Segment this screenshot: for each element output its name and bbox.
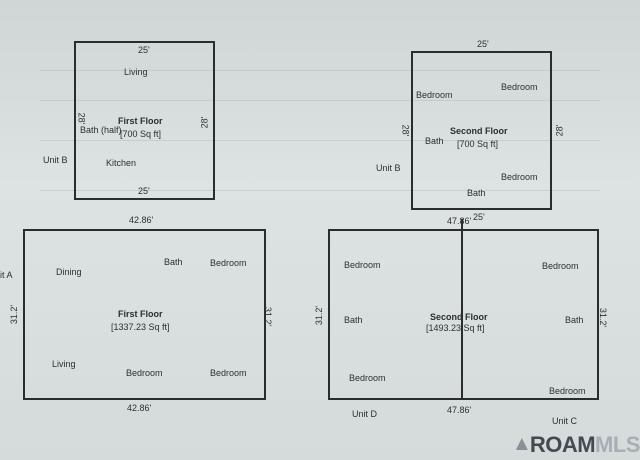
plan-title: Second Floor: [450, 126, 508, 136]
plan-first-floor-unit-a: [23, 229, 266, 400]
roof-icon: [515, 438, 528, 450]
logo-suffix: MLS: [595, 432, 640, 457]
unit-label: it A: [0, 270, 13, 280]
room-bedroom: Bedroom: [344, 260, 381, 270]
dim-left: 31.2': [9, 304, 20, 325]
room-kitchen: Kitchen: [106, 158, 137, 168]
dim-bottom: 47.86': [447, 405, 472, 415]
room-bedroom: Bedroom: [210, 258, 247, 268]
unit-label: Unit B: [376, 163, 401, 173]
unit-label: Unit B: [43, 155, 68, 165]
dim-right: 31.2': [598, 307, 609, 328]
plan-first-floor-unit-b: [74, 41, 215, 200]
plan-title: First Floor: [118, 309, 163, 319]
plan-second-floor-units-c-d: [328, 229, 599, 400]
unit-label-d: Unit D: [352, 409, 378, 419]
plan-area: [700 Sq ft]: [457, 139, 499, 149]
plan-area: [1337.23 Sq ft]: [111, 322, 170, 332]
room-bedroom: Bedroom: [416, 90, 453, 100]
dim-top: 47.86': [447, 216, 472, 226]
dim-top: 25': [138, 45, 150, 55]
plan-title: First Floor: [118, 116, 163, 126]
room-living: Living: [124, 67, 148, 77]
room-bath: Bath: [565, 315, 584, 325]
dim-bottom: 25': [138, 186, 150, 196]
dim-right: 31.2': [263, 306, 274, 327]
plan-area: [700 Sq ft]: [120, 129, 162, 139]
dim-right: 28': [199, 116, 210, 129]
dim-bottom: 42.86': [127, 403, 152, 413]
logo-brand: ROAM: [529, 432, 596, 457]
dim-bottom: 25': [473, 212, 485, 222]
room-bedroom: Bedroom: [549, 386, 586, 396]
room-bedroom: Bedroom: [542, 261, 579, 271]
room-bedroom: Bedroom: [501, 82, 538, 92]
room-bedroom: Bedroom: [349, 373, 386, 383]
faint-text-line: [40, 100, 600, 101]
room-bath: Bath: [425, 136, 444, 146]
dim-left: 28': [400, 124, 411, 137]
faint-text-line: [40, 70, 600, 71]
faint-text-line: [40, 140, 600, 141]
unit-divider-line: [461, 219, 463, 400]
room-bedroom: Bedroom: [210, 368, 247, 378]
room-bath-half: Bath (half): [80, 125, 122, 135]
room-dining: Dining: [56, 267, 82, 277]
plan-second-floor-unit-b: [411, 51, 552, 210]
room-living: Living: [52, 359, 76, 369]
room-bath: Bath: [467, 188, 486, 198]
plan-area: [1493.23 Sq ft]: [426, 323, 485, 333]
room-bath: Bath: [164, 257, 183, 267]
dim-right: 28': [554, 124, 565, 137]
faint-text-line: [40, 190, 600, 191]
room-bedroom: Bedroom: [126, 368, 163, 378]
room-bath: Bath: [344, 315, 363, 325]
dim-top: 42.86': [129, 215, 154, 225]
dim-left: 31.2': [314, 305, 325, 326]
roam-mls-logo: ROAMMLS: [515, 432, 640, 458]
room-bedroom: Bedroom: [501, 172, 538, 182]
dim-top: 25': [477, 39, 489, 49]
dim-left: 28': [76, 112, 87, 125]
plan-title: Second Floor: [430, 312, 488, 322]
unit-label-c: Unit C: [552, 416, 578, 426]
